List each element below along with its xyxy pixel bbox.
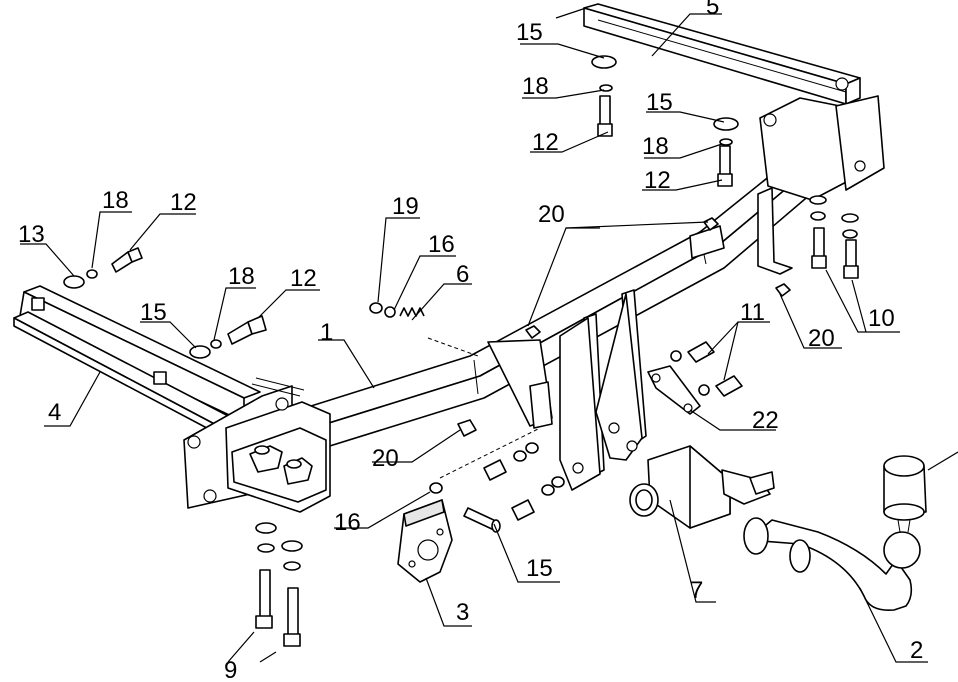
part-12-bolts: [111, 95, 733, 345]
part-13-bolt: [463, 507, 501, 533]
callout-18: 18: [102, 187, 129, 214]
callout-13: 15: [526, 555, 553, 582]
callout-12: 12: [170, 189, 197, 216]
part-20-nuts: [525, 217, 791, 339]
callout-15: 15: [516, 19, 543, 46]
part-19-nuts: [369, 302, 477, 437]
callout-2: 2: [910, 637, 923, 664]
callout-19: 19: [392, 193, 419, 220]
callout-12: 12: [644, 167, 671, 194]
callout-16: 16: [428, 231, 455, 258]
callout-3: 3: [456, 599, 469, 626]
callout-19: 20: [372, 445, 399, 472]
callout-4: 4: [48, 399, 61, 426]
callout-16: 16: [334, 509, 361, 536]
part-1-main-crossbeam: [291, 77, 885, 455]
callout-9: 9: [224, 657, 237, 682]
callout-11: 11: [740, 299, 765, 326]
part-2-tow-ball: [743, 455, 927, 612]
callout-10: 10: [868, 305, 895, 332]
center-drop-plates: [487, 289, 647, 491]
part-7-socket: [629, 445, 775, 529]
part-11-bolts: [670, 341, 743, 397]
part-6-spring: [399, 307, 425, 317]
callout-15: 15: [646, 89, 673, 116]
drop-plate-bolts: [483, 442, 565, 521]
callout-15: 13: [18, 221, 45, 248]
part-18-lock-washers: [86, 84, 733, 349]
part-3-socket-bracket: [397, 499, 453, 583]
callout-18: 18: [228, 263, 255, 290]
part-16-washers: [384, 306, 443, 494]
callout-22: 22: [752, 407, 779, 434]
part-15-washers: [63, 55, 739, 359]
callout-18: 18: [642, 133, 669, 160]
part-4-left-rail: [13, 285, 261, 437]
callout-5: 5: [706, 0, 719, 20]
callout-6: 6: [456, 261, 469, 288]
callout-15: 15: [140, 299, 167, 326]
part-5-right-rail: [583, 3, 861, 105]
callout-7: 7: [690, 577, 703, 604]
callout-12: 12: [532, 129, 559, 156]
callout-1: 1: [320, 319, 333, 346]
part-22-plate: [647, 365, 701, 415]
callout-20: 20: [538, 201, 565, 228]
callout-20: 20: [808, 325, 835, 352]
leader-lines: [20, 7, 958, 663]
left-mounting-bracket: [183, 377, 331, 513]
part-9-bolts: [255, 522, 303, 647]
centerline: [427, 337, 479, 357]
callout-18: 18: [522, 73, 549, 100]
part-10-bolts: [809, 195, 859, 279]
callout-12: 12: [290, 265, 317, 292]
callout-labels: 5 15 18 15 12 18 12 18 12 19 20 13 16 18…: [18, 0, 923, 682]
centerline: [439, 427, 541, 479]
